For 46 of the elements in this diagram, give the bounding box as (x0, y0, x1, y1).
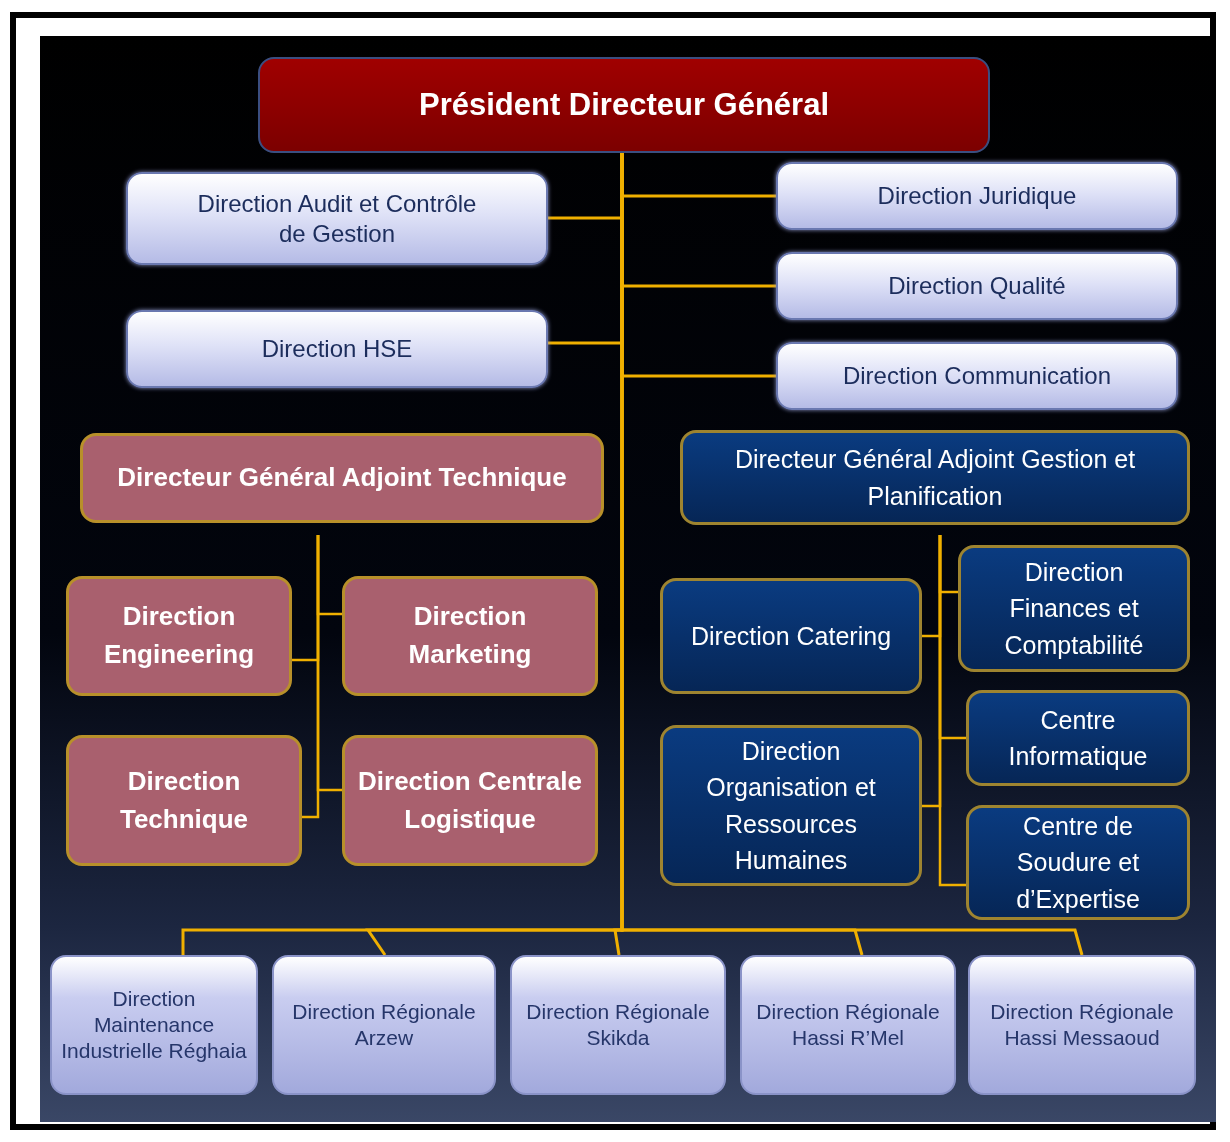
org-box (126, 172, 548, 265)
box-label: Direction Centrale Logistique (357, 764, 583, 836)
connector-line (938, 535, 966, 887)
box-label: Direction Régionale Arzew (291, 998, 477, 1051)
box-label: Direction Technique (118, 764, 250, 836)
org-box (660, 578, 922, 694)
box-label: Président Directeur Général (418, 85, 830, 124)
box-label: Direction Régionale Hassi Messaoud (989, 998, 1175, 1051)
org-box (776, 342, 1178, 410)
org-box (342, 576, 598, 696)
org-box (258, 57, 990, 153)
box-label: Direction Qualité (888, 271, 1066, 301)
box-label: Direction Régionale Hassi R’Mel (755, 998, 941, 1051)
org-box (126, 310, 548, 388)
box-label: Direction Organisation et Ressources Humaines (705, 736, 877, 876)
org-box (966, 690, 1190, 786)
box-label: Directeur Général Adjoint Technique (117, 461, 567, 495)
box-label: Directeur Général Adjoint Gestion et Planification (733, 444, 1137, 512)
org-box (968, 955, 1196, 1095)
org-box (740, 955, 956, 1095)
org-box (958, 545, 1190, 672)
connector-line (316, 535, 342, 792)
box-label: Direction Régionale Skikda (525, 998, 711, 1051)
box-label: Direction HSE (261, 334, 413, 364)
org-box (50, 955, 258, 1095)
org-box (776, 162, 1178, 230)
org-box (80, 433, 604, 523)
org-box (272, 955, 496, 1095)
box-label: Centre de Soudure et d’Expertise (1015, 811, 1141, 915)
org-box (776, 252, 1178, 320)
org-box (66, 735, 302, 866)
box-label: Direction Finances et Comptabilité (1003, 557, 1145, 661)
box-label: Direction Marketing (407, 600, 533, 671)
org-box (342, 735, 598, 866)
org-box (680, 430, 1190, 525)
box-label: Direction Engineering (102, 600, 256, 671)
box-label: Direction Juridique (877, 181, 1077, 211)
box-label: Direction Audit et Contrôle de Gestion (196, 188, 478, 249)
org-box (966, 805, 1190, 920)
box-label: Direction Communication (842, 361, 1112, 391)
org-box (660, 725, 922, 886)
org-box (510, 955, 726, 1095)
box-label: Centre Informatique (1007, 704, 1149, 772)
box-label: Direction Catering (690, 620, 892, 652)
org-box (66, 576, 292, 696)
box-label: Direction Maintenance Industrielle Réghaia (60, 985, 248, 1065)
